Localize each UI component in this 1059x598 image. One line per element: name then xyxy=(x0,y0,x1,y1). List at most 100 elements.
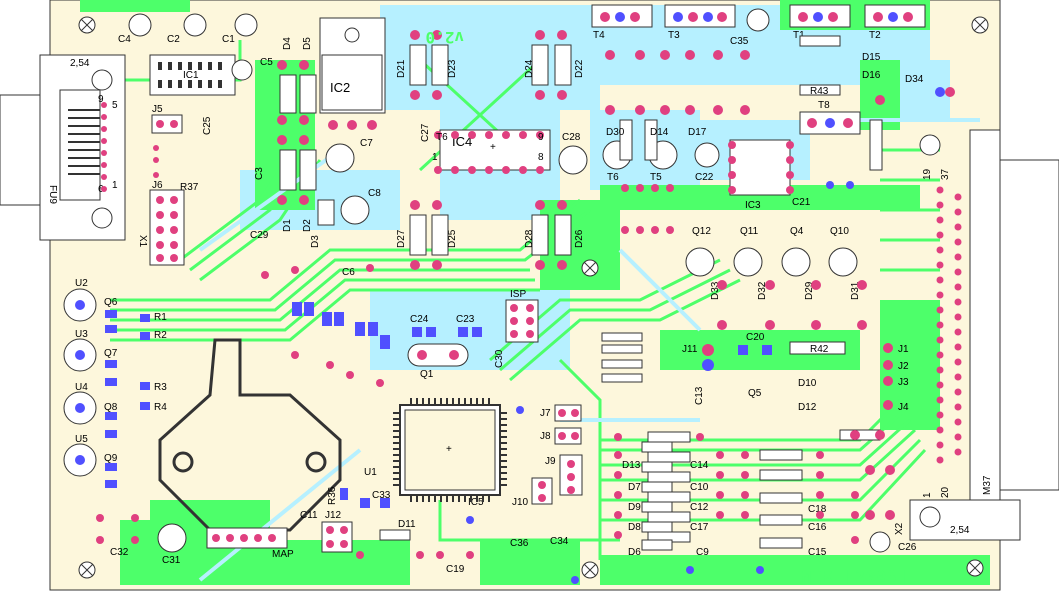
d30-label: D30 xyxy=(606,127,625,138)
transistor-u2[interactable]: U2 xyxy=(63,278,97,322)
header-t1[interactable]: T1 xyxy=(789,4,851,41)
d6-label: D6 xyxy=(628,547,641,558)
cap-c2[interactable]: C2 xyxy=(167,13,207,45)
j8-label: J8 xyxy=(540,431,551,442)
cap-c8[interactable]: C8 xyxy=(340,188,381,225)
u1-label: U1 xyxy=(364,467,377,478)
cap-c26[interactable]: C26 xyxy=(869,531,917,553)
header-map[interactable]: MAP xyxy=(206,527,294,560)
header-j2[interactable]: J2 xyxy=(883,360,909,372)
header-t8[interactable]: T8 xyxy=(799,100,861,135)
r42-label: R42 xyxy=(810,344,829,355)
cap-c28[interactable]: C28 xyxy=(558,132,588,175)
header-j3[interactable]: J3 xyxy=(883,376,909,388)
c12-label: C12 xyxy=(690,502,709,513)
d12-label: D12 xyxy=(798,402,817,413)
d29-label: D29 xyxy=(804,281,815,300)
u2-label: U2 xyxy=(75,278,88,289)
d8-label: D8 xyxy=(628,522,641,533)
header-isp[interactable]: ISP xyxy=(505,289,539,343)
board-version: v2.0 xyxy=(425,28,464,47)
header-t2[interactable]: T2 xyxy=(864,4,926,41)
u5-label: U5 xyxy=(75,434,88,445)
ic2[interactable]: IC2 xyxy=(319,17,386,114)
q7-label: Q7 xyxy=(104,348,118,359)
m37-pin-19: 19 xyxy=(922,168,933,180)
d15-label: D15 xyxy=(862,52,881,63)
c19-label: C19 xyxy=(446,564,465,575)
c25-label: C25 xyxy=(202,116,213,135)
c23-label: C23 xyxy=(456,314,475,325)
resistor-bank xyxy=(601,35,883,549)
header-j9[interactable]: J9 xyxy=(545,454,583,496)
fu9-pin-5: 5 xyxy=(112,100,118,111)
t4-label: T4 xyxy=(593,30,605,41)
component-labels: D4 D5 D1 D2 D3 C3 C6 C25 C29 R37 D21 D23… xyxy=(104,37,924,575)
q9-label: Q9 xyxy=(104,453,118,464)
c29-label: C29 xyxy=(250,230,269,241)
m37-pin-37: 37 xyxy=(940,168,951,180)
ic5-center: + xyxy=(446,444,452,455)
transistor-q4[interactable]: Q4 xyxy=(781,226,811,277)
j5-label: J5 xyxy=(152,104,163,115)
fu9-ref: FU9 xyxy=(47,185,58,204)
c7-label: C7 xyxy=(360,138,373,149)
isp-label: ISP xyxy=(510,289,526,300)
crystal-q1[interactable]: Q1 xyxy=(407,343,469,380)
header-j11[interactable]: J11 xyxy=(682,344,714,371)
transistor-q11[interactable]: Q11 xyxy=(733,226,763,277)
cap-c31[interactable]: C31 xyxy=(157,523,187,566)
cap-c4[interactable]: C4 xyxy=(118,13,152,45)
ic1-label: IC1 xyxy=(183,70,199,81)
c20-label: C20 xyxy=(746,332,765,343)
r4-label: R4 xyxy=(154,402,167,413)
header-j5[interactable]: J5 xyxy=(151,104,183,134)
transistor-u3[interactable]: U3 xyxy=(63,329,97,372)
ic5[interactable]: + IC5 xyxy=(399,404,501,508)
fu9-pads xyxy=(101,102,107,192)
cap-c35[interactable]: C35 xyxy=(730,8,770,47)
connector-fu9[interactable]: 2,54 FU9 9 5 6 1 xyxy=(0,54,126,241)
c26-label: C26 xyxy=(898,542,917,553)
ic5-label: IC5 xyxy=(468,497,484,508)
c2-label: C2 xyxy=(167,34,180,45)
c17-label: C17 xyxy=(690,522,709,533)
cap-c5[interactable]: C5 xyxy=(231,57,273,81)
header-j1[interactable]: J1 xyxy=(883,343,909,355)
transistor-u4[interactable]: U4 xyxy=(63,382,97,425)
header-j7[interactable]: J7 xyxy=(540,404,582,422)
ic3[interactable]: IC3 xyxy=(729,139,791,211)
j1-label: J1 xyxy=(898,344,909,355)
header-j12[interactable]: J12 xyxy=(321,510,353,553)
j12-label: J12 xyxy=(325,510,342,521)
cap-c22[interactable]: C22 xyxy=(694,142,720,183)
c32-label: C32 xyxy=(110,547,129,558)
transistor-u5[interactable]: U5 xyxy=(63,434,97,477)
header-j10[interactable]: J10 xyxy=(512,477,553,508)
header-j8[interactable]: J8 xyxy=(540,427,582,445)
header-j4[interactable]: J4 xyxy=(883,400,909,413)
connector-m37[interactable]: 2,54 M37 19 37 20 1 xyxy=(909,129,1059,541)
d3-label: D3 xyxy=(310,235,321,248)
c30-label: C30 xyxy=(494,349,505,368)
t6-label: T6 xyxy=(607,172,619,183)
ic1[interactable]: IC1 xyxy=(149,54,236,96)
d14-label: D14 xyxy=(650,127,669,138)
ic4-pin9: 9 xyxy=(538,132,544,143)
d5-label: D5 xyxy=(302,37,313,50)
q4-label: Q4 xyxy=(790,226,804,237)
j2-label: J2 xyxy=(898,361,909,372)
transistor-q12[interactable]: Q12 xyxy=(685,226,715,277)
u4-label: U4 xyxy=(75,382,88,393)
header-j6[interactable]: J6 X1 xyxy=(137,180,185,266)
cap-c7[interactable]: C7 xyxy=(325,138,373,173)
r43-label: R43 xyxy=(810,86,829,97)
board-author: MIK [2003] xyxy=(802,567,908,586)
header-t3[interactable]: T3 xyxy=(664,4,736,41)
x2-label: X2 xyxy=(894,522,905,535)
j3-label: J3 xyxy=(898,377,909,388)
cap-c1[interactable]: C1 xyxy=(222,13,258,45)
d31-label: D31 xyxy=(850,281,861,300)
transistor-q10[interactable]: Q10 xyxy=(828,226,858,277)
header-t4[interactable]: T4 xyxy=(591,4,653,41)
